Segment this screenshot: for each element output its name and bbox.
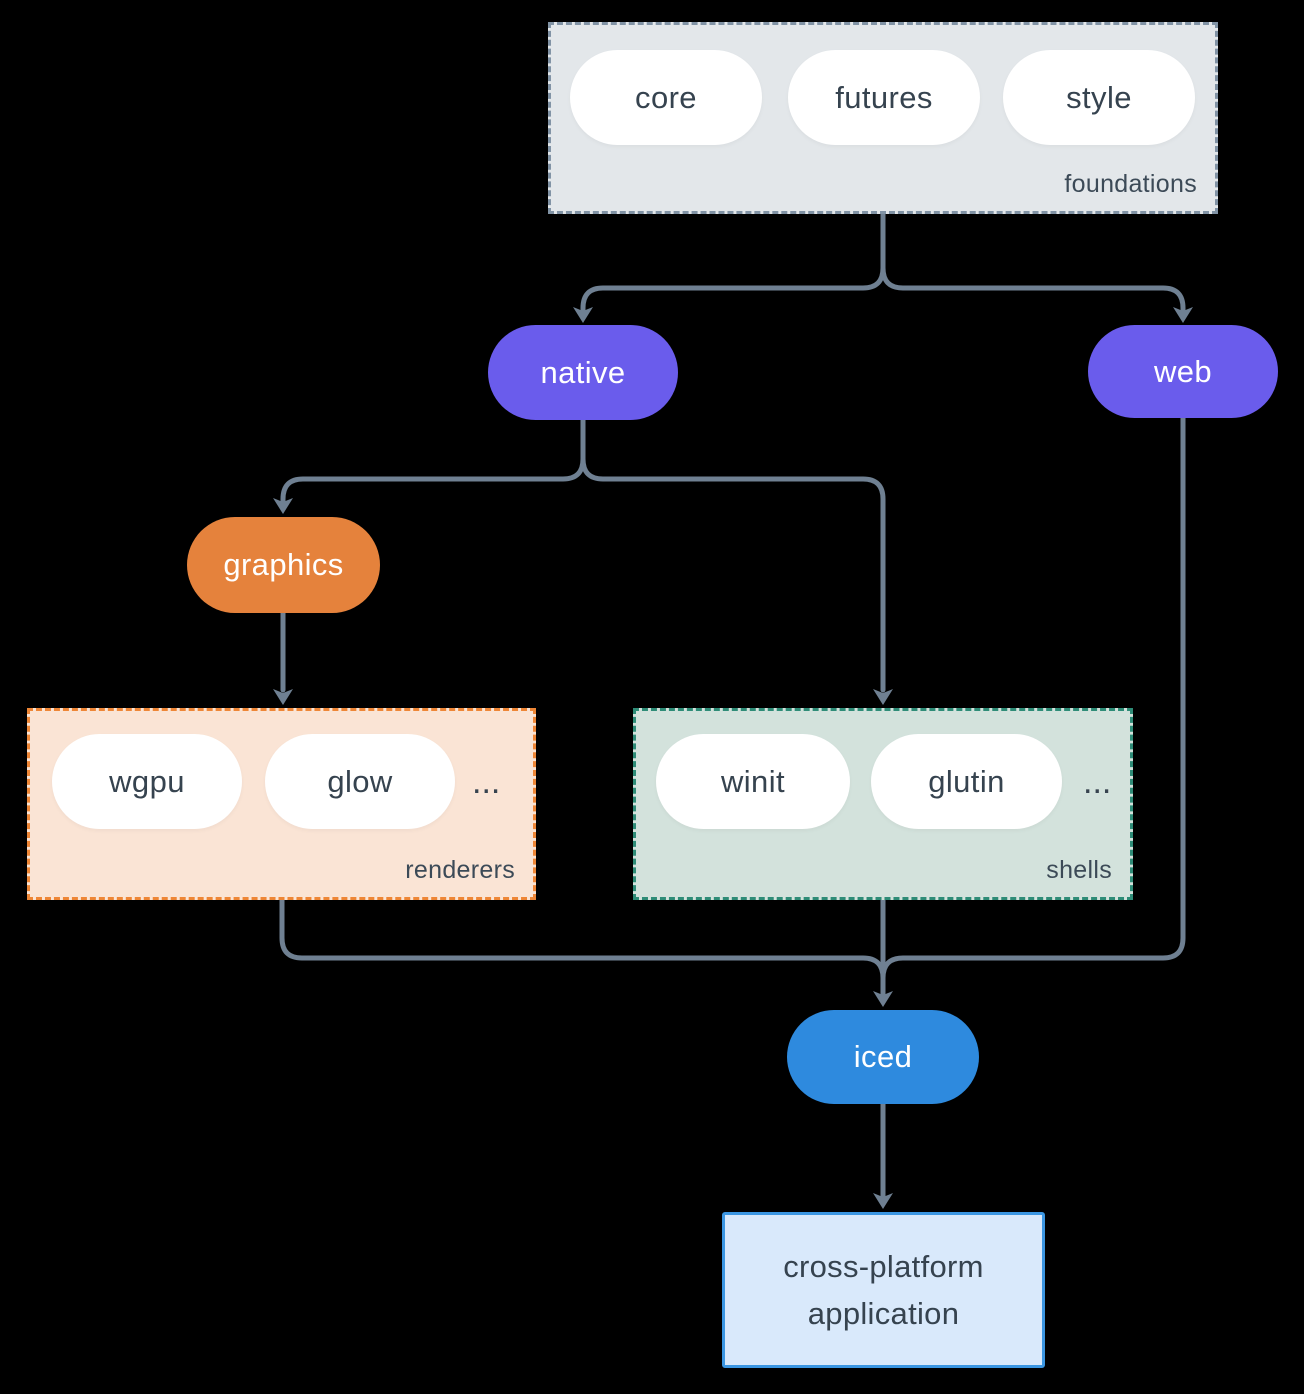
foundations-group-box: core futures style foundations <box>548 22 1218 214</box>
node-iced: iced <box>787 1010 979 1104</box>
shells-ellipsis: ... <box>1083 763 1112 801</box>
node-native: native <box>488 325 678 420</box>
connector-native-graphics <box>280 417 586 504</box>
arrowhead-renderers <box>273 689 293 705</box>
node-glutin: glutin <box>871 734 1062 829</box>
node-core: core <box>570 50 762 145</box>
shells-group-box: winit glutin ... shells <box>633 708 1133 900</box>
application-label-line1: cross-platform <box>783 1249 984 1284</box>
foundations-group-label: foundations <box>1064 170 1197 198</box>
connector-foundations-web <box>880 211 1186 313</box>
node-futures-label: futures <box>835 79 933 115</box>
node-web-label: web <box>1153 353 1213 389</box>
renderers-group-label: renderers <box>405 856 515 884</box>
node-graphics: graphics <box>187 517 380 613</box>
node-graphics-label: graphics <box>223 547 344 582</box>
node-futures: futures <box>788 50 980 145</box>
arrowhead-native <box>573 307 593 323</box>
connector-foundations-native <box>580 211 886 313</box>
application-label-line2: application <box>807 1296 960 1331</box>
arrowhead-graphics <box>273 498 293 514</box>
node-web: web <box>1088 325 1278 418</box>
node-winit-label: winit <box>720 763 785 799</box>
arrowhead-shells <box>873 689 893 705</box>
connector-native-shells <box>580 417 886 693</box>
node-glutin-label: glutin <box>928 763 1005 799</box>
node-glow: glow <box>265 734 455 829</box>
node-wgpu: wgpu <box>52 734 242 829</box>
node-core-label: core <box>635 79 697 115</box>
connector-renderers-iced <box>279 897 886 981</box>
renderers-group-box: wgpu glow ... renderers <box>27 708 536 900</box>
renderers-ellipsis: ... <box>472 763 501 801</box>
node-style: style <box>1003 50 1195 145</box>
node-glow-label: glow <box>327 763 393 799</box>
cross-platform-application-box: cross-platform application <box>722 1212 1045 1368</box>
arrowhead-application <box>873 1193 893 1209</box>
node-native-label: native <box>540 354 626 390</box>
arrowhead-web <box>1173 307 1193 323</box>
node-winit: winit <box>656 734 850 829</box>
shells-group-label: shells <box>1046 856 1112 884</box>
node-wgpu-label: wgpu <box>109 763 185 799</box>
node-iced-label: iced <box>853 1039 913 1074</box>
arrowhead-iced <box>873 991 893 1007</box>
node-style-label: style <box>1066 79 1132 115</box>
